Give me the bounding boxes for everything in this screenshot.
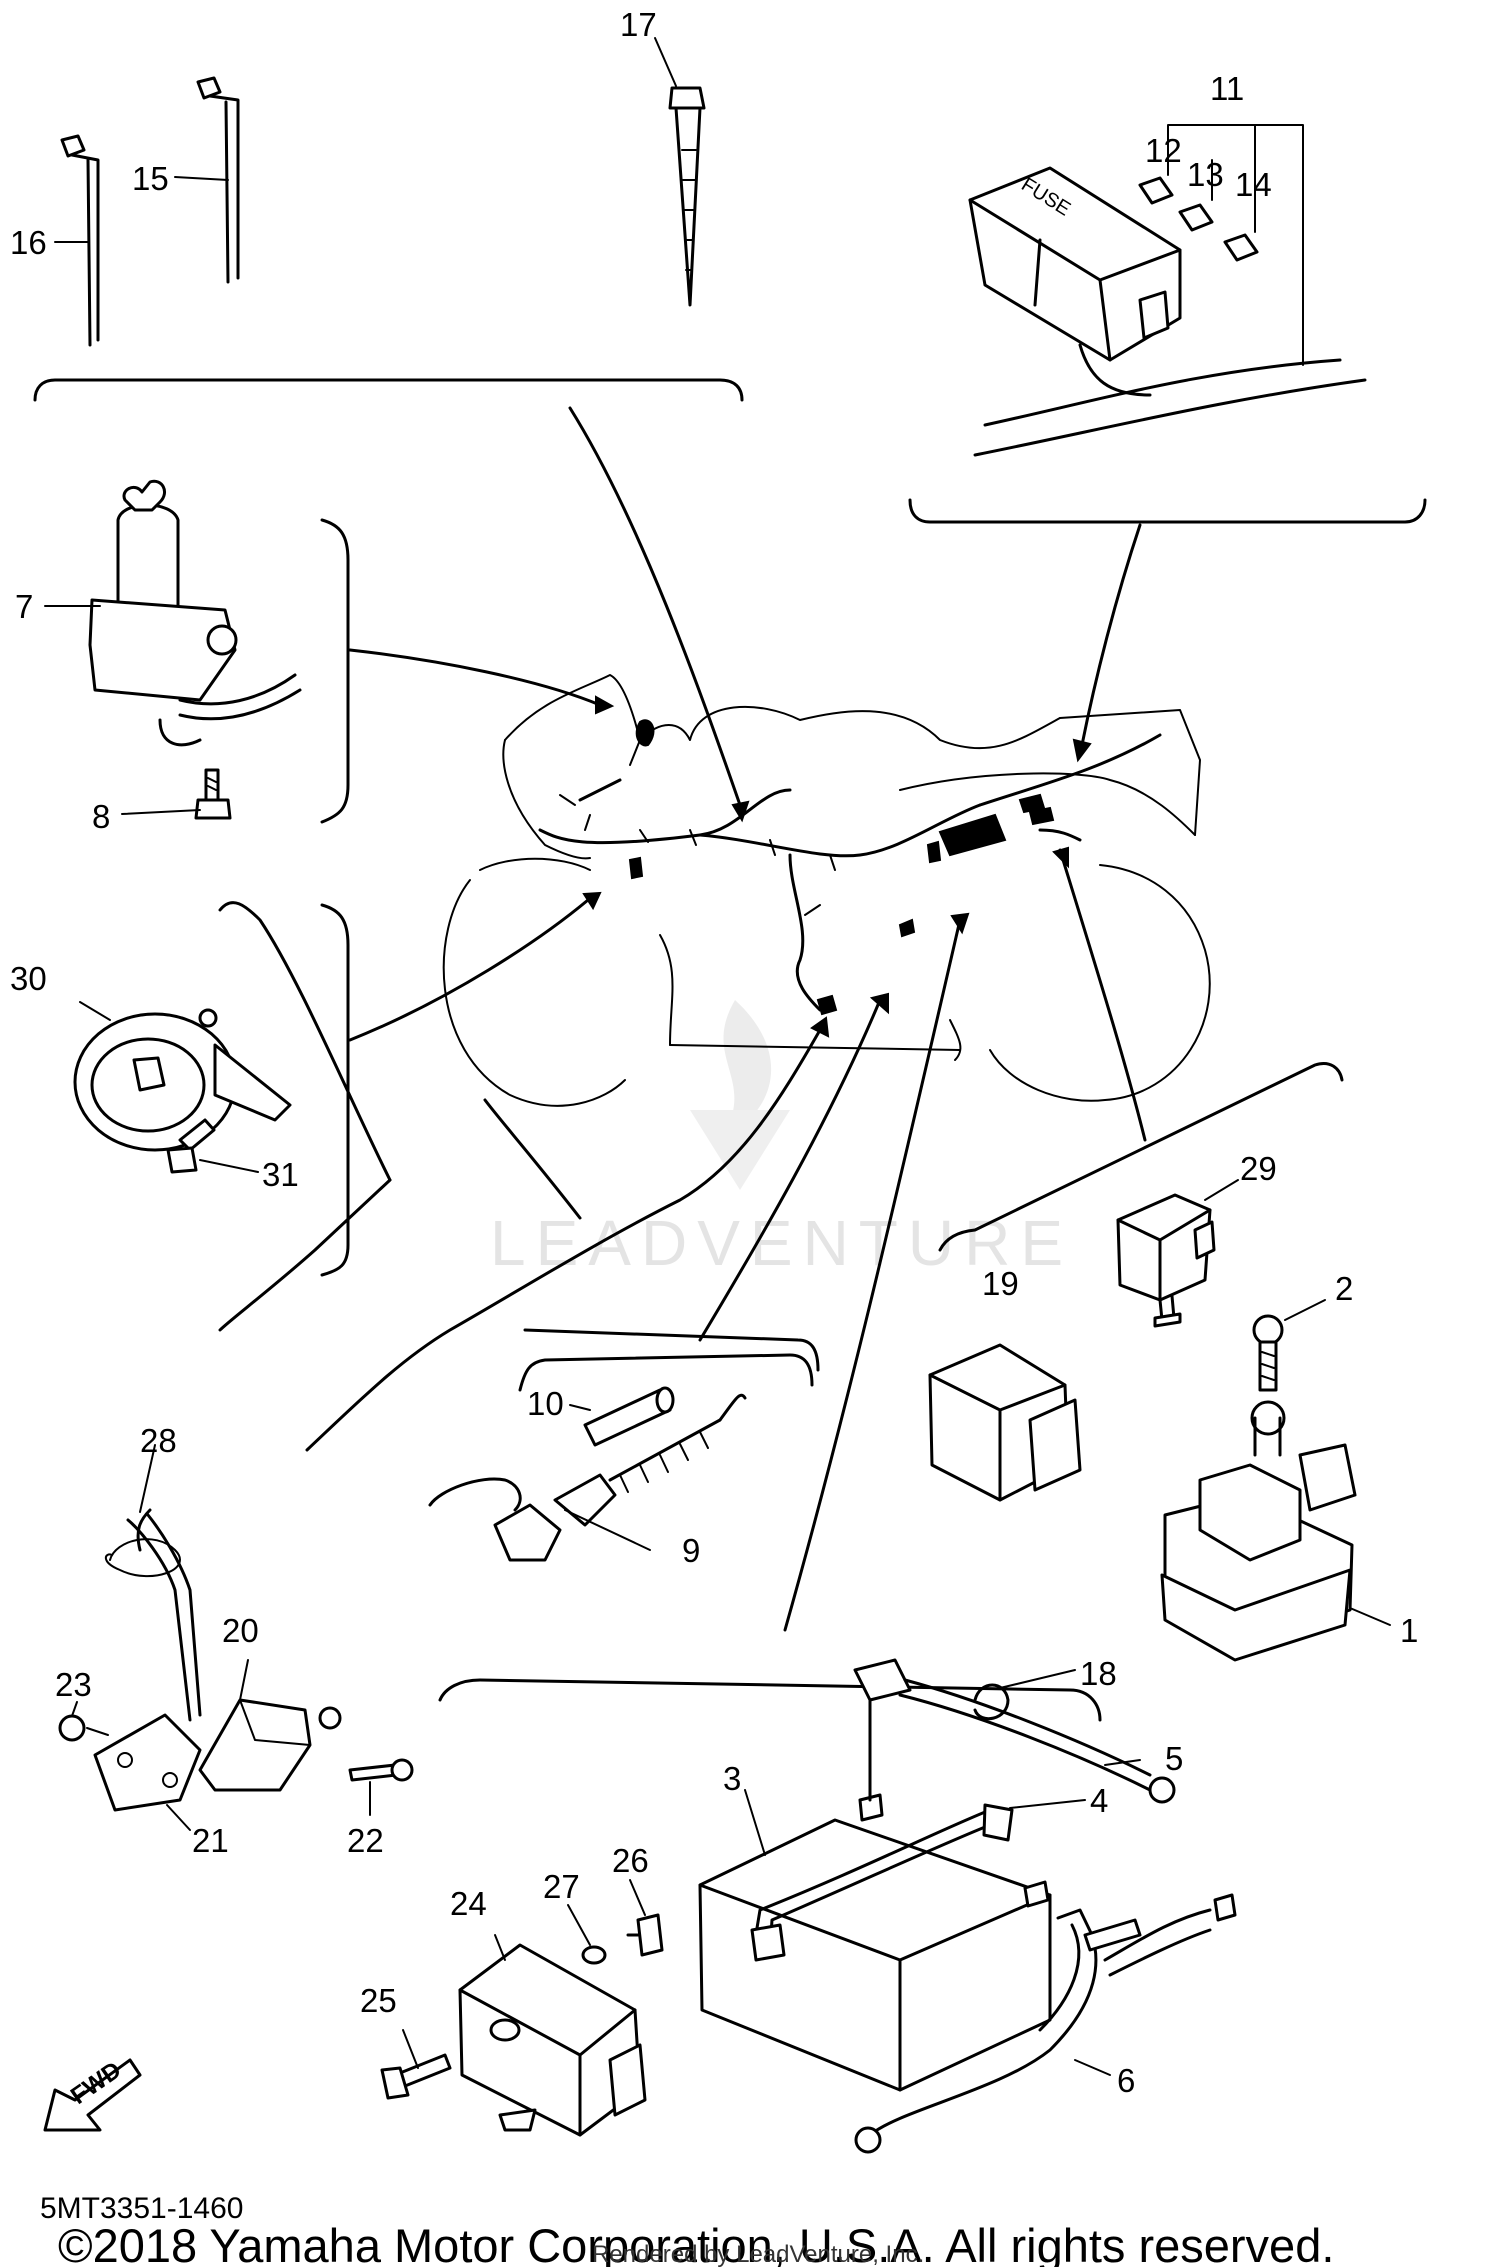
callout-1: 1 bbox=[1400, 1612, 1418, 1649]
callout-9: 9 bbox=[682, 1532, 700, 1569]
rendered-by: Rendered by LeadVenture, Inc. bbox=[592, 2241, 924, 2267]
callout-10: 10 bbox=[527, 1385, 564, 1422]
battery-3 bbox=[698, 1793, 1052, 2092]
horn-group bbox=[73, 891, 602, 1277]
sensor-group bbox=[58, 1444, 414, 1831]
lean-sensor bbox=[198, 1698, 342, 1792]
callout-18: 18 bbox=[1080, 1655, 1117, 1692]
callout-4: 4 bbox=[1090, 1782, 1108, 1819]
fuse-13 bbox=[1178, 203, 1214, 232]
rectifier-regulator-24 bbox=[458, 1943, 647, 2137]
starter-circuit-relay-19 bbox=[928, 1343, 1082, 1502]
callout-6: 6 bbox=[1117, 2062, 1135, 2099]
washer-27 bbox=[581, 1945, 607, 1965]
bolt-25 bbox=[380, 2053, 452, 2100]
callout-19: 19 bbox=[982, 1265, 1019, 1302]
callout-29: 29 bbox=[1240, 1150, 1277, 1187]
coupler-sleeve-10 bbox=[583, 1386, 675, 1447]
callout-21: 21 bbox=[192, 1822, 229, 1859]
fuse-box: FUSE bbox=[968, 166, 1182, 362]
callout-11: 11 bbox=[1210, 70, 1244, 107]
fuse-12 bbox=[1138, 176, 1174, 205]
wire-harness-segment bbox=[973, 343, 1367, 457]
callout-5: 5 bbox=[1165, 1740, 1183, 1777]
fuse-14 bbox=[1223, 233, 1259, 262]
flasher-relay-29 bbox=[1116, 1193, 1216, 1328]
callout-8: 8 bbox=[92, 798, 110, 835]
callout-27: 27 bbox=[543, 1868, 580, 1905]
nut-23 bbox=[58, 1714, 86, 1742]
cable-tie-16 bbox=[60, 134, 100, 347]
diagram-code: 5MT3351-1460 bbox=[40, 2192, 243, 2225]
cable-tie-17 bbox=[668, 86, 706, 307]
callout-2: 2 bbox=[1335, 1270, 1353, 1307]
callout-16: 16 bbox=[10, 224, 47, 261]
main-switch bbox=[88, 479, 302, 747]
callout-3: 3 bbox=[723, 1760, 741, 1797]
callout-28: 28 bbox=[140, 1422, 177, 1459]
bolt-22 bbox=[348, 1758, 414, 1782]
relay-group bbox=[928, 1179, 1391, 1662]
watermark: LEADVENTURE bbox=[490, 1000, 1073, 1279]
nut-26 bbox=[626, 1913, 664, 1957]
main-switch-group bbox=[44, 479, 615, 824]
starter-relay-1 bbox=[1160, 1400, 1357, 1662]
callout-30: 30 bbox=[10, 960, 47, 997]
lean-sensor-bracket bbox=[93, 1713, 202, 1812]
callout-22: 22 bbox=[347, 1822, 384, 1859]
callout-31: 31 bbox=[262, 1156, 299, 1193]
battery-band-4 bbox=[750, 1803, 1014, 1962]
battery-cable-6 bbox=[854, 1893, 1237, 2154]
horn bbox=[73, 1008, 292, 1152]
battery-holder-18 bbox=[973, 1683, 1010, 1721]
callout-12: 12 bbox=[1145, 132, 1182, 169]
callouts: 1 2 3 4 5 6 7 8 9 10 11 12 13 14 15 16 1… bbox=[10, 6, 1418, 2099]
cable-tie-group bbox=[33, 37, 750, 823]
battery-group bbox=[380, 1658, 1237, 2154]
watermark-text: LEADVENTURE bbox=[490, 1207, 1073, 1279]
battery-cable-5 bbox=[853, 1658, 1176, 1804]
callout-7: 7 bbox=[15, 588, 33, 625]
callout-17: 17 bbox=[620, 6, 657, 43]
callout-20: 20 bbox=[222, 1612, 259, 1649]
motorcycle-outline bbox=[442, 674, 1211, 1107]
callout-26: 26 bbox=[612, 1842, 649, 1879]
bolt-2 bbox=[1252, 1314, 1284, 1392]
callout-13: 13 bbox=[1187, 156, 1224, 193]
fwd-arrow: FWD bbox=[43, 2056, 142, 2132]
fuse-box-group: FUSE bbox=[908, 124, 1427, 763]
cable-tie-15 bbox=[196, 76, 240, 284]
callout-24: 24 bbox=[450, 1885, 487, 1922]
copyright-notice: ©2018 Yamaha Motor Corporation, U.S.A. A… bbox=[58, 2219, 1334, 2267]
callout-14: 14 bbox=[1235, 166, 1272, 203]
callout-15: 15 bbox=[132, 160, 169, 197]
group-leaders bbox=[218, 846, 1344, 1722]
callout-23: 23 bbox=[55, 1666, 92, 1703]
coupler-group bbox=[428, 1353, 814, 1562]
callout-25: 25 bbox=[360, 1982, 397, 2019]
bolt-8 bbox=[194, 768, 232, 820]
bolt-31 bbox=[166, 1118, 216, 1174]
